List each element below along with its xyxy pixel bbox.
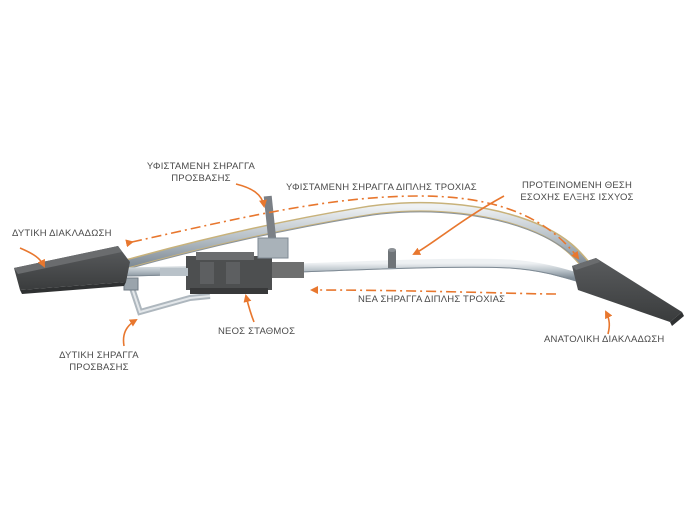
traction-shaft — [388, 248, 396, 268]
west-access-tunnel-shape — [123, 277, 211, 316]
label-west-access-tunnel: ΔΥΤΙΚΗ ΣΗΡΑΓΓΑ ΠΡΟΣΒΑΣΗΣ — [59, 350, 139, 373]
label-existing-double-track-tunnel: ΥΦΙΣΤΑΜΕΝΗ ΣΗΡΑΓΓΑ ΔΙΠΛΗΣ ΤΡΟΧΙΑΣ — [286, 182, 477, 193]
label-west-junction: ΔΥΤΙΚΗ ΔΙΑΚΛΑΔΩΣΗ — [12, 228, 112, 239]
leader-arrows — [19, 183, 613, 347]
east-junction-block — [572, 258, 684, 326]
annotation-dashes — [125, 195, 580, 295]
new-double-track-tunnel — [120, 258, 585, 283]
new-station-block — [160, 252, 304, 294]
label-new-station: ΝΕΟΣ ΣΤΑΘΜΟΣ — [218, 326, 296, 337]
label-proposed-traction-shaft: ΠΡΟΤΕΙΝΟΜΕΝΗ ΘΕΣΗ ΕΣΟΧΗΣ ΕΛΞΗΣ ΙΣΧΥΟΣ — [520, 180, 634, 203]
label-existing-access-tunnel: ΥΦΙΣΤΑΜΕΝΗ ΣΗΡΑΓΓΑ ΠΡΟΣΒΑΣΗΣ — [146, 161, 256, 184]
label-east-junction: ΑΝΑΤΟΛΙΚΗ ΔΙΑΚΛΑΔΩΣΗ — [544, 334, 665, 345]
label-new-double-track-tunnel: ΝΕΑ ΣΗΡΑΓΓΑ ΔΙΠΛΗΣ ΤΡΟΧΙΑΣ — [358, 294, 506, 305]
